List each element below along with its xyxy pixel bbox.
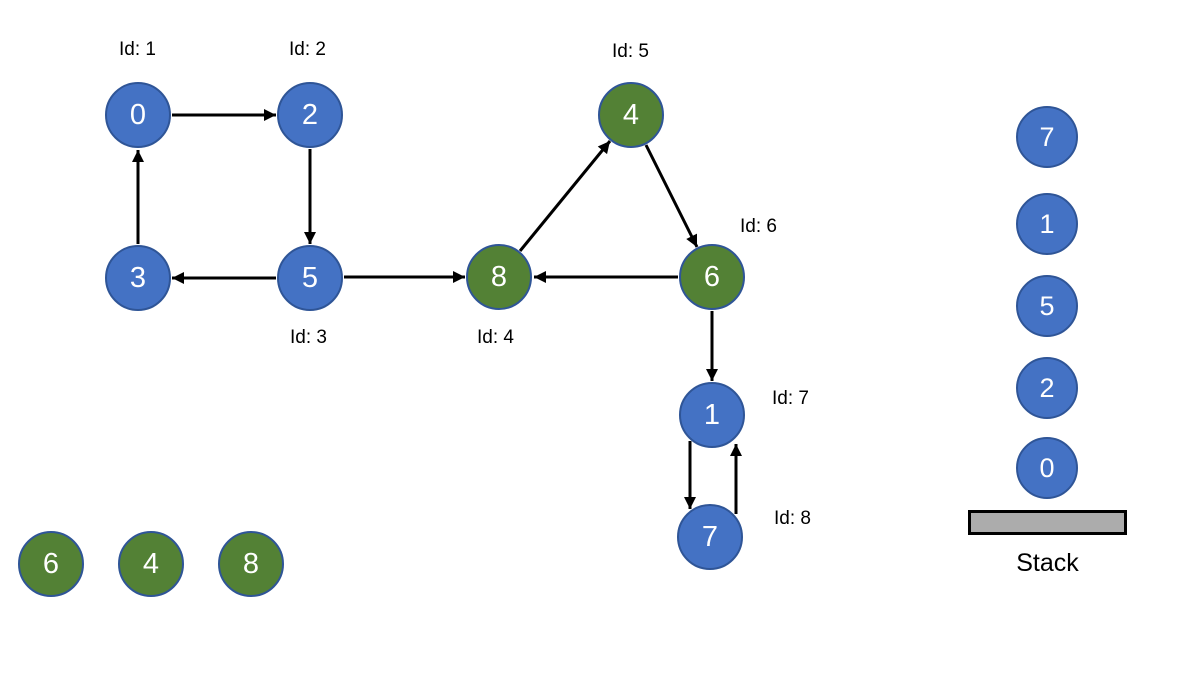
id-label-node-0: Id: 1 bbox=[119, 39, 156, 60]
id-label-node-1: Id: 7 bbox=[772, 388, 809, 409]
graph-node-3: 3 bbox=[105, 245, 171, 311]
edge-4-6 bbox=[644, 144, 699, 248]
id-label-node-5: Id: 3 bbox=[290, 327, 327, 348]
id-label-node-7: Id: 8 bbox=[774, 508, 811, 529]
stack-item-0: 0 bbox=[1016, 437, 1078, 499]
graph-node-4: 4 bbox=[598, 82, 664, 148]
loose-node-4: 4 bbox=[118, 531, 184, 597]
stack-item-5: 5 bbox=[1016, 275, 1078, 337]
graph-node-7: 7 bbox=[677, 504, 743, 570]
loose-node-8: 8 bbox=[218, 531, 284, 597]
id-label-node-6: Id: 6 bbox=[740, 216, 777, 237]
edge-8-4 bbox=[518, 140, 612, 252]
stack-base-bar bbox=[968, 510, 1127, 535]
graph-node-8: 8 bbox=[466, 244, 532, 310]
loose-node-6: 6 bbox=[18, 531, 84, 597]
graph-node-2: 2 bbox=[277, 82, 343, 148]
graph-node-5: 5 bbox=[277, 245, 343, 311]
id-label-node-8: Id: 4 bbox=[477, 327, 514, 348]
stack-item-7: 7 bbox=[1016, 106, 1078, 168]
stack-item-1: 1 bbox=[1016, 193, 1078, 255]
id-label-node-2: Id: 2 bbox=[289, 39, 326, 60]
graph-node-0: 0 bbox=[105, 82, 171, 148]
id-label-node-4: Id: 5 bbox=[612, 41, 649, 62]
graph-node-1: 1 bbox=[679, 382, 745, 448]
graph-node-6: 6 bbox=[679, 244, 745, 310]
stack-item-2: 2 bbox=[1016, 357, 1078, 419]
stack-label: Stack bbox=[1016, 549, 1079, 577]
